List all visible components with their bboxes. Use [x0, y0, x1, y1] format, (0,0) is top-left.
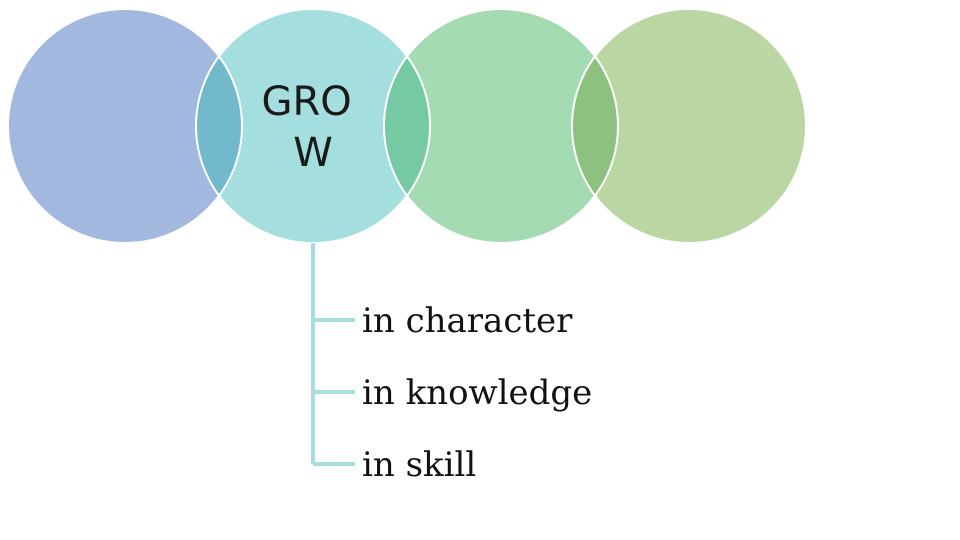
circle-1 [8, 9, 242, 243]
circle-1-outline [7, 8, 243, 244]
circle-3 [384, 9, 618, 243]
circle-2-label-line-1: GRO [262, 79, 352, 125]
circle-2-label: GRO W [262, 79, 365, 176]
list-item-skill: in skill [362, 445, 476, 485]
circle-2-label-line-2: W [293, 130, 333, 176]
list-item-character: in character [362, 301, 573, 341]
circle-4 [572, 9, 806, 243]
connector-tree [311, 243, 355, 466]
circle-2 [196, 9, 430, 243]
circle-4-outline [571, 8, 807, 244]
list-item-knowledge: in knowledge [362, 373, 592, 413]
circle-3-outline [383, 8, 619, 244]
